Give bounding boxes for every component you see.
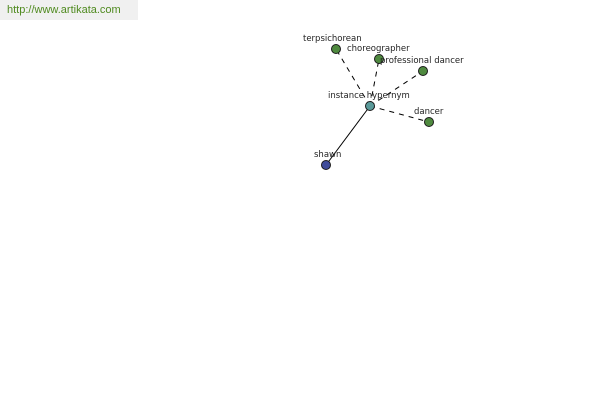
node-shawn[interactable]	[321, 160, 331, 170]
node-center[interactable]	[365, 101, 375, 111]
url-bar: http://www.artikata.com	[0, 0, 138, 20]
node-label-choreographer[interactable]: choreographer	[347, 44, 410, 54]
node-label-professional-dancer[interactable]: professional dancer	[380, 56, 464, 66]
edge-center-shawn	[325, 105, 371, 166]
node-dancer[interactable]	[424, 117, 434, 127]
node-professional-dancer[interactable]	[418, 66, 428, 76]
node-label-center[interactable]: instance hypernym	[328, 91, 410, 101]
node-label-shawn[interactable]: shawn	[314, 150, 341, 160]
edge-center-choreographer	[369, 58, 380, 107]
node-label-terpsichorean[interactable]: terpsichorean	[303, 34, 362, 44]
edge-center-professional-dancer	[369, 70, 424, 107]
node-choreographer[interactable]	[374, 54, 384, 64]
site-url-link[interactable]: http://www.artikata.com	[7, 4, 121, 16]
edge-center-dancer	[369, 105, 430, 123]
node-terpsichorean[interactable]	[331, 44, 341, 54]
node-label-dancer[interactable]: dancer	[414, 107, 444, 117]
edge-center-terpsichorean	[335, 48, 371, 107]
